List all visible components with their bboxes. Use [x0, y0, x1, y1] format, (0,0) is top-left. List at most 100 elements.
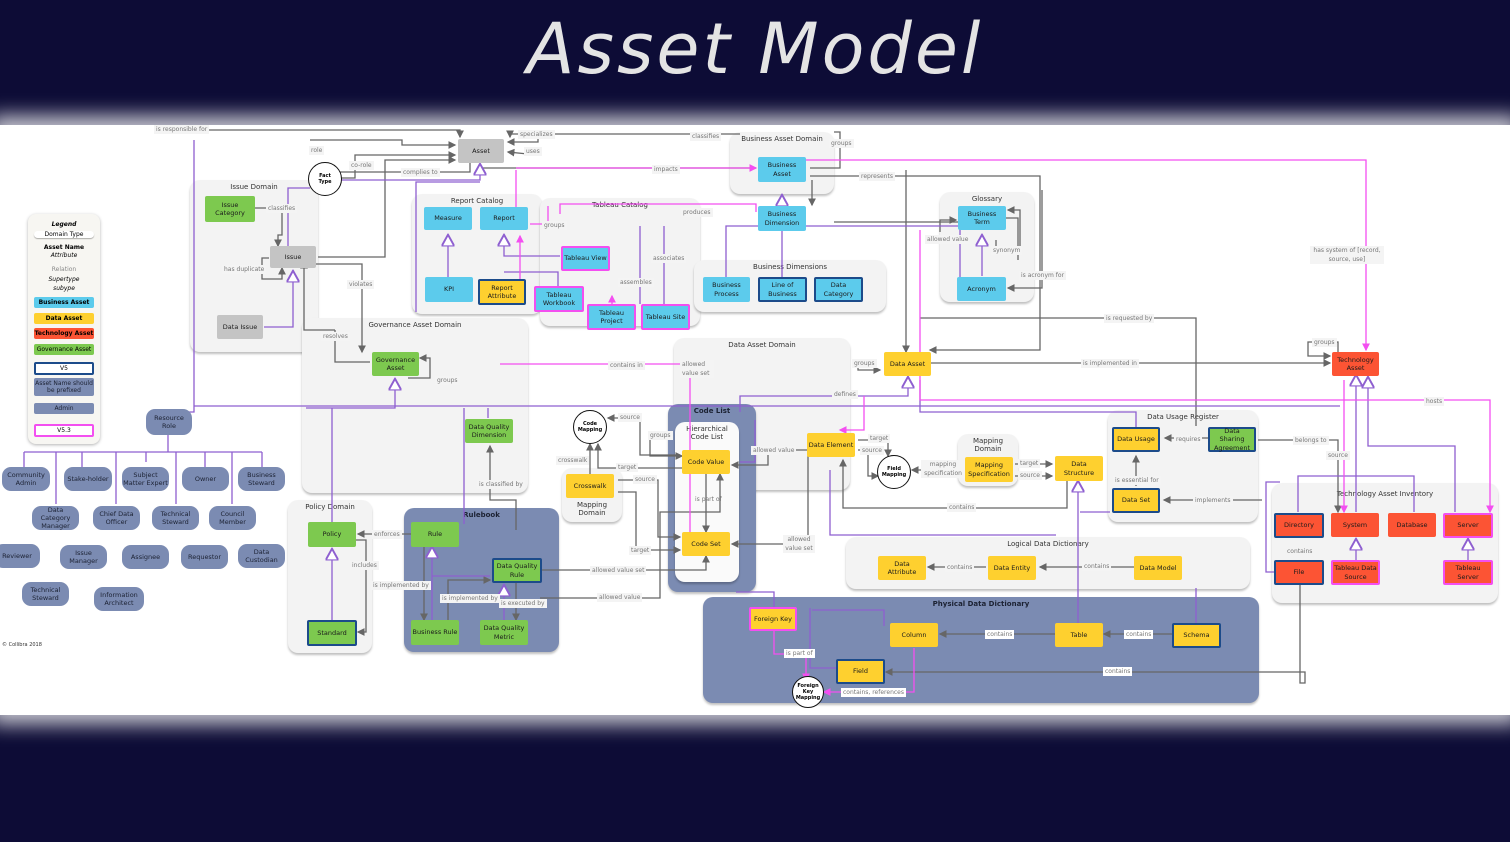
- node-code-value[interactable]: Code Value: [682, 450, 730, 474]
- node-business-term[interactable]: Business Term: [958, 206, 1006, 230]
- node-data-category[interactable]: Data Category: [814, 277, 863, 302]
- node-table[interactable]: Table: [1055, 623, 1103, 647]
- node-asset[interactable]: Asset: [458, 139, 504, 163]
- role-subject-matter-expert[interactable]: Subject Matter Expert: [122, 467, 169, 491]
- label-source-fm: source: [860, 446, 884, 455]
- node-technology-asset[interactable]: Technology Asset: [1332, 352, 1379, 376]
- node-crosswalk[interactable]: Crosswalk: [566, 474, 614, 498]
- label-assembles: assembles: [618, 278, 654, 287]
- node-data-issue[interactable]: Data Issue: [217, 315, 263, 339]
- label-is-part-of: is part of: [695, 496, 722, 503]
- label-requires: requires: [1174, 435, 1203, 444]
- role-council-member[interactable]: Council Member: [209, 506, 256, 530]
- role-information-architect[interactable]: Information Architect: [94, 587, 144, 611]
- role-technical-steward-2[interactable]: Technical Steward: [22, 582, 69, 606]
- technology-asset-inventory-domain: Technology Asset Inventory: [1272, 483, 1498, 603]
- node-rule[interactable]: Rule: [411, 522, 459, 547]
- legend-subtype: subype: [53, 285, 75, 292]
- node-system[interactable]: System: [1331, 513, 1379, 537]
- role-assignee[interactable]: Assignee: [122, 545, 169, 569]
- label-includes: includes: [350, 561, 379, 570]
- node-data-model[interactable]: Data Model: [1134, 556, 1182, 580]
- legend-supertype: Supertype: [48, 276, 80, 283]
- role-requestor[interactable]: Requestor: [181, 545, 228, 569]
- node-data-attribute[interactable]: Data Attribute: [878, 556, 926, 580]
- node-server[interactable]: Server: [1443, 513, 1493, 538]
- node-database[interactable]: Database: [1388, 513, 1436, 537]
- node-policy[interactable]: Policy: [308, 522, 356, 547]
- node-field[interactable]: Field: [836, 659, 885, 684]
- node-data-set[interactable]: Data Set: [1112, 488, 1160, 513]
- label-belongs-to: belongs to: [1293, 436, 1329, 445]
- role-data-custodian[interactable]: Data Custodian: [238, 544, 285, 568]
- label-co-role: co-role: [349, 161, 374, 170]
- node-data-quality-dimension[interactable]: Data Quality Dimension: [465, 419, 513, 443]
- label-contains-pd1: contains: [985, 630, 1015, 639]
- label-contains-dir: contains: [1287, 548, 1313, 555]
- node-data-usage[interactable]: Data Usage: [1112, 427, 1160, 452]
- node-directory[interactable]: Directory: [1274, 513, 1324, 538]
- role-resource-role[interactable]: Resource Role: [146, 409, 192, 435]
- role-data-category-manager[interactable]: Data Category Manager: [32, 506, 79, 530]
- node-standard[interactable]: Standard: [307, 620, 357, 646]
- node-data-sharing-agreement[interactable]: Data Sharing Agreement: [1208, 427, 1256, 452]
- node-business-dimension[interactable]: Business Dimension: [758, 206, 806, 231]
- label-contains-ds: contains: [947, 503, 977, 512]
- node-code-set[interactable]: Code Set: [682, 532, 730, 556]
- role-stakeholder[interactable]: Stake-holder: [64, 467, 112, 491]
- label-is-implemented-by: is implemented by: [371, 581, 431, 590]
- node-file[interactable]: File: [1274, 560, 1324, 585]
- label-contains-field: contains: [1103, 667, 1133, 676]
- role-owner[interactable]: Owner: [182, 467, 229, 491]
- node-tableau-project[interactable]: Tableau Project: [587, 304, 636, 330]
- node-tableau-view[interactable]: Tableau View: [561, 246, 610, 271]
- node-tableau-data-source[interactable]: Tableau Data Source: [1331, 560, 1380, 585]
- node-mapping-specification[interactable]: Mapping Specification: [965, 457, 1013, 482]
- label-hosts: hosts: [1424, 397, 1445, 406]
- node-data-quality-rule[interactable]: Data Quality Rule: [492, 558, 542, 583]
- node-column[interactable]: Column: [890, 623, 938, 647]
- label-allowed-value-set-de: allowed value set: [783, 535, 815, 553]
- node-tableau-server[interactable]: Tableau Server: [1443, 560, 1493, 585]
- node-business-asset[interactable]: Business Asset: [758, 157, 806, 182]
- role-issue-manager[interactable]: Issue Manager: [60, 545, 107, 569]
- role-reviewer[interactable]: Reviewer: [0, 544, 40, 568]
- label-enforces: enforces: [372, 530, 402, 539]
- node-data-element[interactable]: Data Element: [807, 433, 855, 457]
- code-mapping-circle[interactable]: Code Mapping: [573, 410, 607, 444]
- field-mapping-circle[interactable]: Field Mapping: [877, 455, 911, 489]
- node-issue-category[interactable]: Issue Category: [205, 196, 255, 222]
- node-foreign-key[interactable]: Foreign Key: [749, 607, 797, 631]
- label-has-duplicate: has duplicate: [222, 265, 267, 274]
- label-defines: defines: [832, 390, 858, 399]
- legend-v53: V5.3: [34, 424, 94, 438]
- node-data-structure[interactable]: Data Structure: [1055, 456, 1103, 481]
- role-community-admin[interactable]: Community Admin: [2, 467, 50, 491]
- node-schema[interactable]: Schema: [1172, 623, 1221, 648]
- label-allowed-value: allowed value: [597, 593, 643, 602]
- label-complies-to: complies to: [401, 168, 440, 177]
- node-acronym[interactable]: Acronym: [957, 277, 1006, 301]
- label-classifies: classifies: [266, 204, 298, 213]
- node-governance-asset[interactable]: Governance Asset: [372, 352, 419, 376]
- node-data-quality-metric[interactable]: Data Quality Metric: [480, 620, 528, 645]
- node-issue[interactable]: Issue: [270, 246, 316, 268]
- role-chief-data-officer[interactable]: Chief Data Officer: [93, 506, 140, 530]
- label-contains-ld2: contains: [1082, 562, 1112, 571]
- fact-type-circle[interactable]: Fact Type: [308, 162, 342, 196]
- node-data-asset[interactable]: Data Asset: [884, 352, 931, 376]
- node-report-attribute[interactable]: Report Attribute: [478, 279, 526, 305]
- role-business-steward[interactable]: Business Steward: [238, 467, 285, 491]
- node-kpi[interactable]: KPI: [425, 277, 473, 302]
- node-line-of-business[interactable]: Line of Business: [758, 277, 807, 302]
- node-business-rule[interactable]: Business Rule: [411, 620, 459, 645]
- node-report[interactable]: Report: [480, 207, 528, 230]
- role-technical-steward[interactable]: Technical Steward: [152, 506, 199, 530]
- node-tableau-workbook[interactable]: Tableau Workbook: [534, 286, 584, 312]
- node-data-entity[interactable]: Data Entity: [988, 556, 1036, 580]
- label-is-part-of-fk: is part of: [784, 649, 815, 658]
- node-measure[interactable]: Measure: [424, 207, 472, 230]
- foreign-key-mapping-circle[interactable]: Foreign Key Mapping: [792, 676, 824, 708]
- node-tableau-site[interactable]: Tableau Site: [641, 304, 690, 330]
- node-business-process[interactable]: Business Process: [703, 277, 750, 302]
